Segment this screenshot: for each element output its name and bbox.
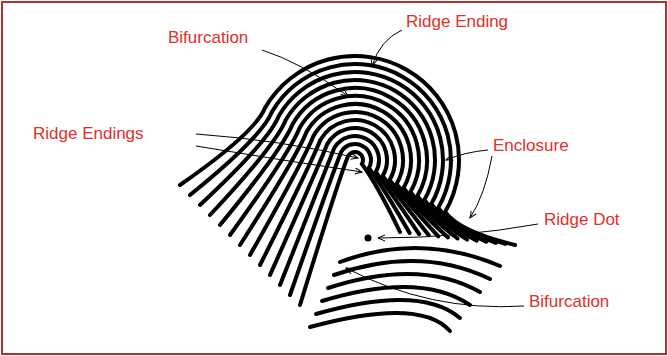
- ridge-dot: [365, 235, 372, 242]
- ridge-arch: [328, 274, 480, 292]
- ridge-arch: [340, 248, 500, 266]
- ridge-arch: [316, 300, 460, 318]
- feature-label: Enclosure: [491, 136, 571, 156]
- feature-label: Bifurcation: [527, 292, 611, 312]
- feature-label: Ridge Dot: [542, 210, 622, 230]
- ridge-arch: [310, 313, 450, 331]
- feature-label: Ridge Ending: [404, 12, 510, 32]
- ridge-arch: [334, 261, 490, 279]
- feature-label: Bifurcation: [166, 28, 250, 48]
- leader-lines: [196, 30, 538, 307]
- ridge-line: [180, 56, 515, 245]
- feature-label: Ridge Endings: [31, 124, 146, 144]
